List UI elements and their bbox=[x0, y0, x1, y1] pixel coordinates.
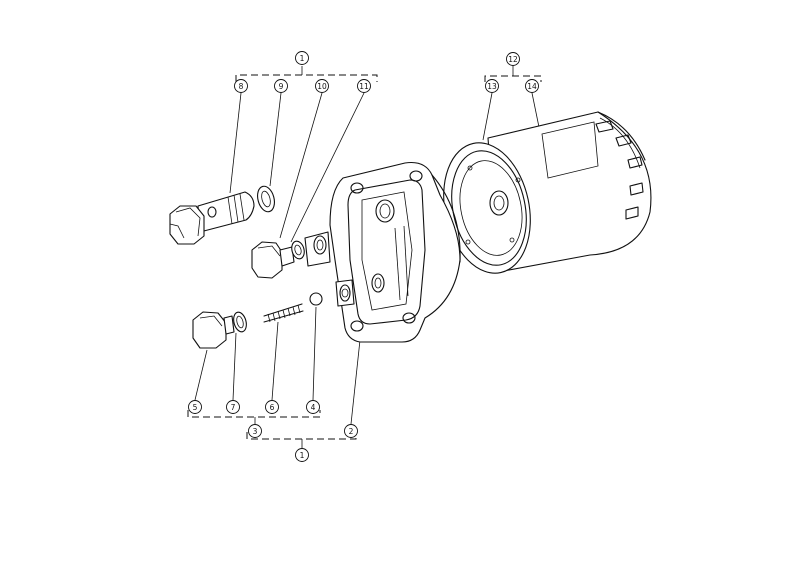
callout-number: 10 bbox=[317, 82, 327, 91]
callout-c1-bottom: 1 bbox=[295, 448, 309, 462]
callout-c7: 7 bbox=[226, 400, 240, 414]
callout-circle bbox=[485, 79, 499, 93]
callout-c4: 4 bbox=[306, 400, 320, 414]
relief-spring-6 bbox=[263, 303, 304, 323]
gasket-9 bbox=[257, 185, 275, 213]
callout-circle bbox=[265, 400, 279, 414]
plug-5 bbox=[192, 311, 235, 349]
callout-c13: 13 bbox=[485, 79, 499, 93]
callout-circle bbox=[234, 79, 248, 93]
callout-c12: 12 bbox=[506, 52, 520, 66]
callout-circle bbox=[248, 424, 262, 438]
callout-number: 2 bbox=[349, 427, 354, 436]
callout-number: 1 bbox=[300, 451, 305, 460]
callout-number: 13 bbox=[487, 82, 497, 91]
gasket-11 bbox=[291, 240, 305, 260]
callout-circle bbox=[506, 52, 520, 66]
group-bracket-bottom-left bbox=[187, 410, 321, 424]
callout-c2: 2 bbox=[344, 424, 358, 438]
callout-c5: 5 bbox=[188, 400, 202, 414]
callout-number: 11 bbox=[359, 82, 369, 91]
union-bolt bbox=[169, 191, 255, 245]
callout-c3: 3 bbox=[248, 424, 262, 438]
callout-number: 12 bbox=[508, 55, 518, 64]
callout-number: 3 bbox=[253, 427, 258, 436]
callout-circle bbox=[357, 79, 371, 93]
callout-number: 1 bbox=[300, 54, 305, 63]
group-bracket-top bbox=[235, 66, 378, 82]
callout-circle bbox=[525, 79, 539, 93]
callout-c1-top: 1 bbox=[295, 51, 309, 65]
callout-number: 6 bbox=[270, 403, 275, 412]
callout-circle bbox=[344, 424, 358, 438]
callout-circle bbox=[315, 79, 329, 93]
callout-number: 4 bbox=[311, 403, 316, 412]
callout-circle bbox=[295, 448, 309, 462]
callout-circle bbox=[226, 400, 240, 414]
callout-circle bbox=[306, 400, 320, 414]
callout-number: 7 bbox=[231, 403, 236, 412]
callout-number: 5 bbox=[193, 403, 198, 412]
callout-c9: 9 bbox=[274, 79, 288, 93]
callout-c14: 14 bbox=[525, 79, 539, 93]
callout-c10: 10 bbox=[315, 79, 329, 93]
callout-circle bbox=[274, 79, 288, 93]
plug-10 bbox=[251, 241, 295, 279]
oil-filter-cartridge bbox=[443, 111, 652, 274]
callout-circle bbox=[295, 51, 309, 65]
callout-c11: 11 bbox=[357, 79, 371, 93]
callout-number: 8 bbox=[239, 82, 244, 91]
relief-ball-4 bbox=[309, 292, 323, 306]
callout-number: 9 bbox=[279, 82, 284, 91]
group-bracket-bottom bbox=[246, 432, 357, 448]
callout-c8: 8 bbox=[234, 79, 248, 93]
callout-circle bbox=[188, 400, 202, 414]
filter-bracket bbox=[304, 161, 461, 343]
group-bracket-filter bbox=[484, 66, 542, 82]
callout-c6: 6 bbox=[265, 400, 279, 414]
callout-number: 14 bbox=[527, 82, 537, 91]
gasket-7 bbox=[233, 311, 247, 333]
